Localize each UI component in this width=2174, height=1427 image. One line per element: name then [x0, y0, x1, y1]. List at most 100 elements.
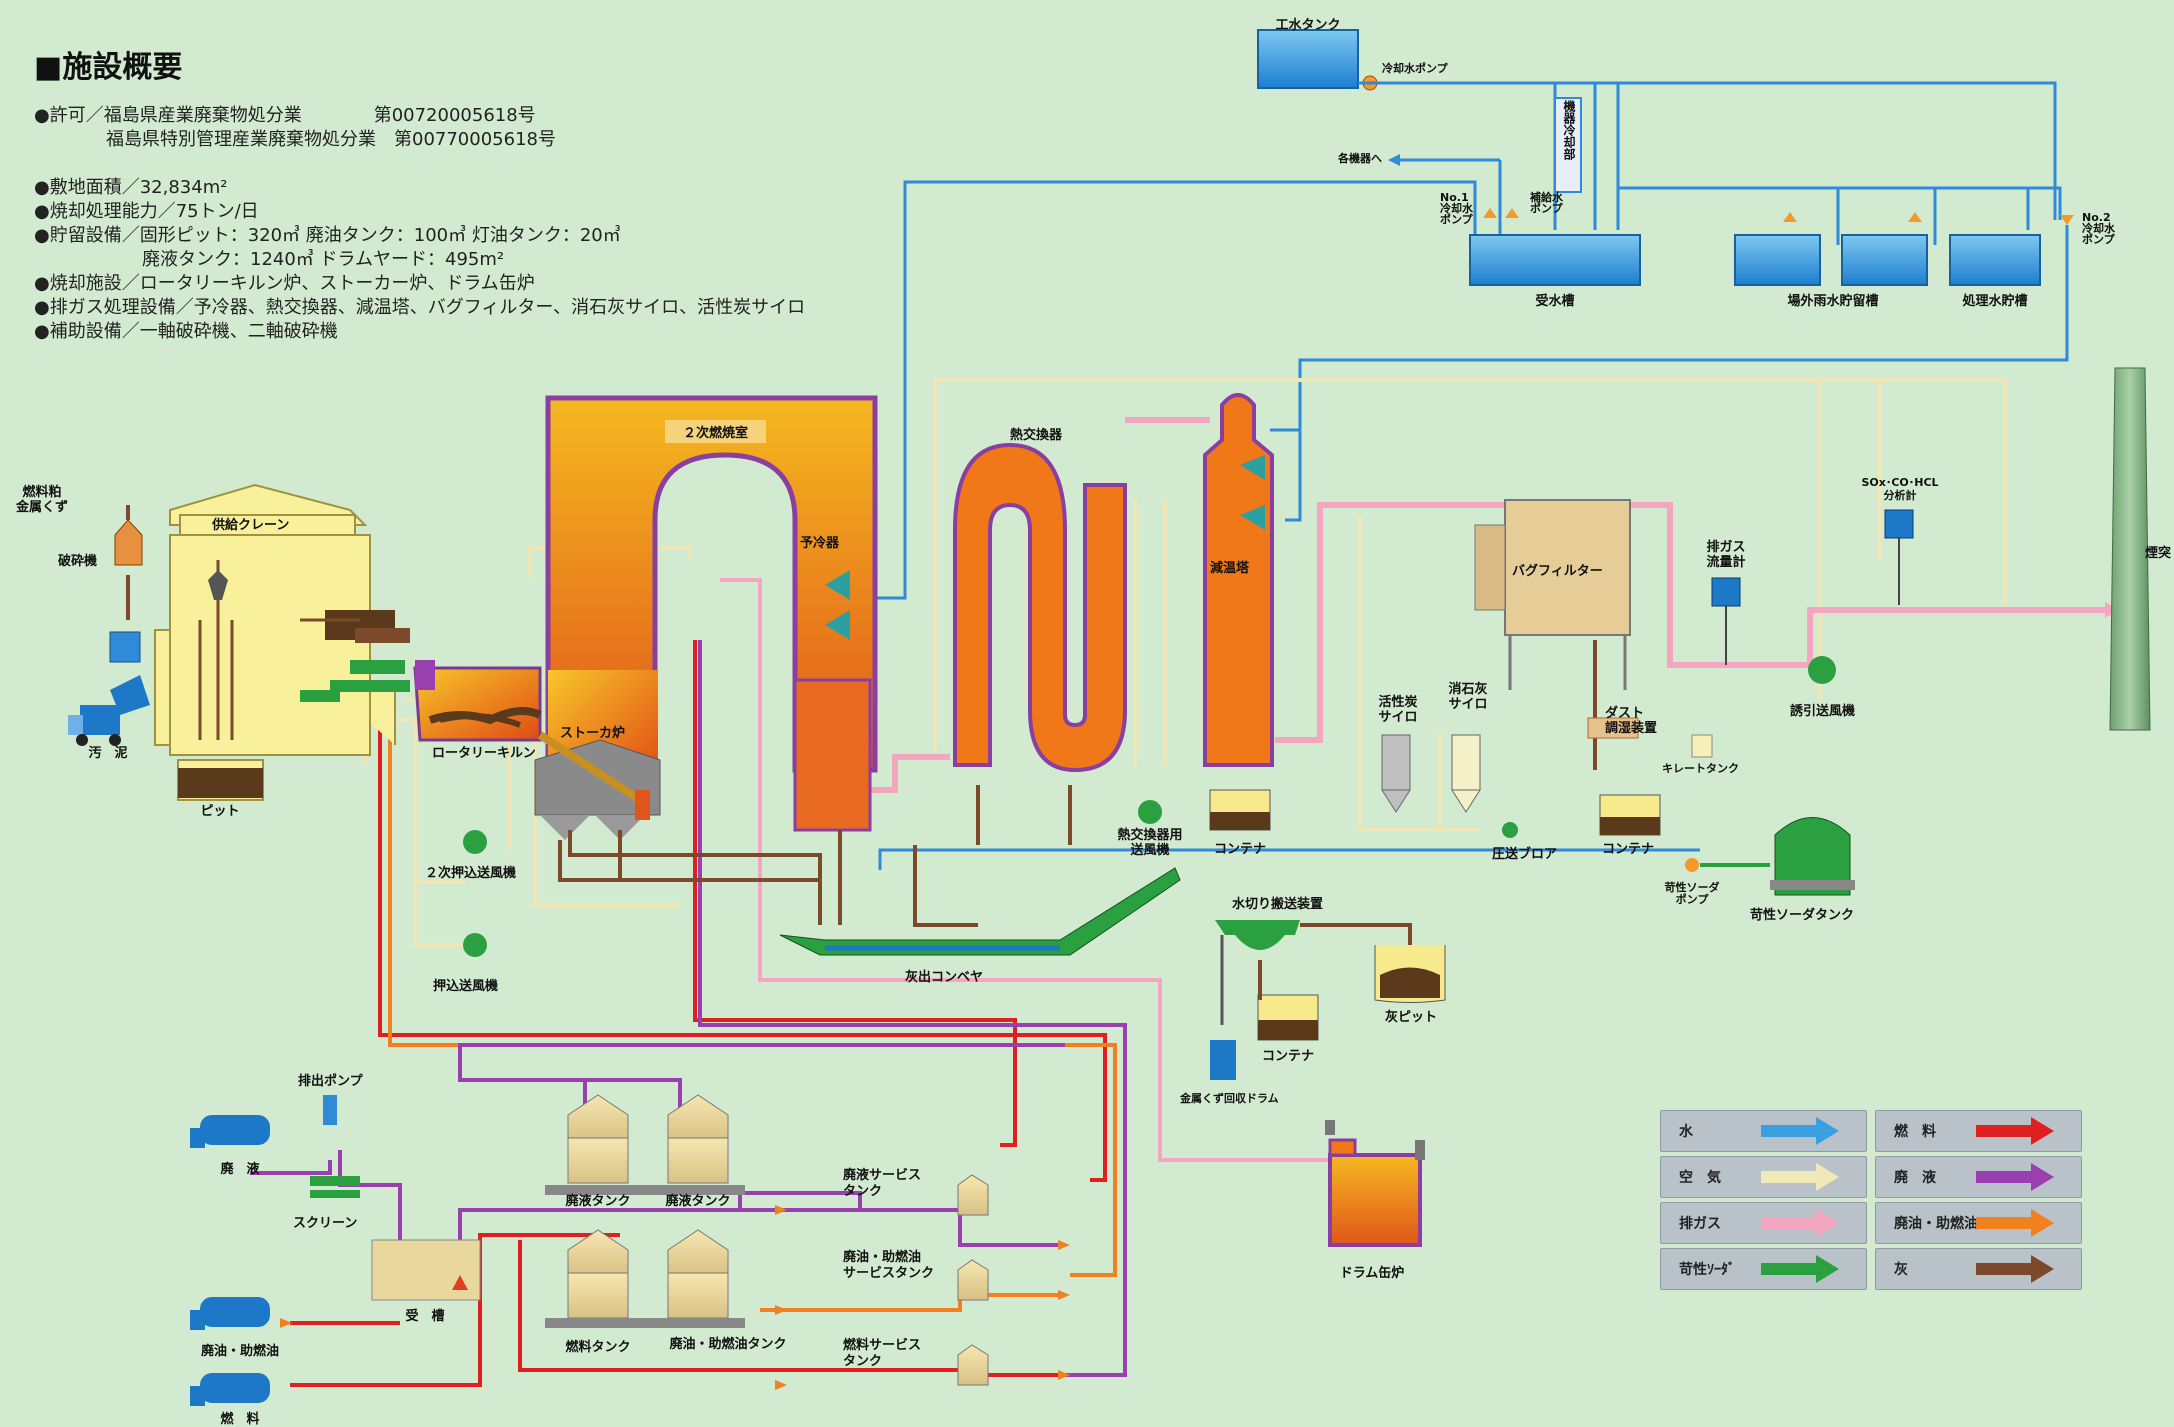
dewater-conveyor-label: 水切り搬送装置 [1232, 897, 1324, 912]
page-title: ■施設概要 [34, 50, 183, 85]
liquid-service-tank-label: 廃液サービス タンク [843, 1168, 922, 1199]
bag-filter [1474, 499, 1639, 770]
arrow-icon [1976, 1209, 2054, 1237]
info-line: ●焼却処理能力／75トン/日 [34, 201, 259, 222]
liquid-tanks [310, 1094, 989, 1386]
liquid-tank-1-label: 廃液タンク [565, 1194, 631, 1209]
info-line: ●許可／福島県産業廃棄物処分業 第00720005618号 [34, 105, 536, 126]
activated-carbon-silo-label: 活性炭 サイロ [1378, 695, 1418, 725]
pneumatic-blower-label: 圧送ブロア [1492, 847, 1558, 862]
push-fan-label: 押込送風機 [433, 979, 499, 994]
legend-item-air: 空 気 [1660, 1156, 1867, 1198]
legend: 水 燃 料 空 気 廃 液 排ガス 廃油・助燃油 苛性ｿｰﾀﾞ 灰 [1660, 1110, 2082, 1292]
ash-conveyor [779, 867, 1300, 956]
cooling-tower-label: 減温塔 [1210, 561, 1250, 576]
caustic-pump-label: 苛性ソーダ ポンプ [1664, 881, 1720, 906]
no2-pump-label: No.2 冷却水 ポンプ [2082, 211, 2115, 246]
ash-lines [558, 830, 1412, 1000]
ash-pit-label: 灰ピット [1385, 1010, 1438, 1025]
gas-flowmeter-label: 排ガス 流量計 [1706, 540, 1746, 570]
info-line: ●貯留設備／固形ピット：320㎥ 廃油タンク：100㎥ 灯油タンク：20㎥ [34, 225, 621, 246]
bag-filter-label: バグフィルター [1512, 564, 1603, 579]
induced-fan-icon [1808, 656, 1836, 684]
liquid-tank-2-label: 廃液タンク [665, 1194, 731, 1209]
arrow-icon [1976, 1163, 2054, 1191]
chelate-tank-label: キレートタンク [1662, 762, 1739, 775]
arrow-icon [1761, 1117, 1839, 1145]
equipment-cooling-box [1554, 97, 1582, 193]
ash-pit [1374, 945, 1446, 1003]
fans [463, 800, 1162, 957]
heat-exchanger [953, 442, 1127, 845]
crane-label: 供給クレーン [212, 518, 290, 533]
no1-pump-label: No.1 冷却水 ポンプ [1440, 191, 1473, 226]
container-3-label: コンテナ [1261, 1049, 1315, 1064]
screen-label: スクリーン [293, 1216, 358, 1231]
silos [1381, 734, 1518, 838]
oil-fuel-tank-label: 廃油・助燃油タンク [669, 1337, 787, 1352]
analyzer-icon [1884, 509, 1914, 539]
info-line: ●補助設備／一軸破砕機、二軸破砕機 [34, 321, 338, 342]
legend-label: 灰 [1894, 1262, 1908, 1278]
equipment-cooling-label: 機器冷却部 [1562, 100, 1576, 160]
stack-label: 煙突 [2145, 546, 2172, 561]
oil-metal-label: 燃料粕 金属くず [15, 485, 69, 515]
legend-label: 燃 料 [1894, 1124, 1936, 1140]
treated-water-tank [1949, 234, 2041, 286]
cooling-tower [1203, 393, 1274, 767]
legend-item-caustic: 苛性ｿｰﾀﾞ [1660, 1248, 1867, 1290]
containers [1209, 789, 1661, 1041]
water-system [865, 29, 2074, 870]
chelate-tank [1691, 734, 1713, 758]
container-1-label: コンテナ [1213, 842, 1267, 857]
legend-label: 苛性ｿｰﾀﾞ [1679, 1262, 1735, 1278]
metal-drum-label: 金属くず回収ドラム [1180, 1092, 1279, 1105]
receiving-tank-label: 受 槽 [405, 1309, 445, 1324]
precooler-label: 予冷器 [800, 536, 840, 551]
info-line: 福島県特別管理産業廃棄物処分業 第00770005618号 [34, 129, 556, 150]
secondary-chamber-label: ２次燃焼室 [665, 420, 767, 443]
receiving-water-tank [1469, 234, 1641, 286]
legend-label: 廃 液 [1894, 1170, 1936, 1186]
caustic-tank [1685, 817, 1855, 896]
legend-label: 廃油・助燃油 [1894, 1216, 1978, 1232]
industrial-water-tank-label: 工水タンク [1275, 18, 1341, 33]
legend-item-ash: 灰 [1875, 1248, 2082, 1290]
heat-exchanger-label: 熱交換器 [1010, 428, 1063, 443]
container-2-label: コンテナ [1601, 842, 1655, 857]
arrow-icon [1976, 1255, 2054, 1283]
flow-arrows [280, 1205, 1070, 1390]
info-line: ●排ガス処理設備／予冷器、熱交換器、減温塔、バグフィルター、消石灰サイロ、活性炭… [34, 297, 806, 318]
exhaust-gas-lines [865, 417, 2105, 793]
cooling-pump-label: 冷却水ポンプ [1382, 62, 1448, 75]
arrow-icon [1761, 1255, 1839, 1283]
oil-service-tank-label: 廃油・助燃油 サービスタンク [843, 1250, 935, 1281]
tanker-trucks [190, 1115, 270, 1406]
drum-furnace [1325, 1120, 1425, 1247]
info-line: ●敷地面積／32,834m² [34, 177, 228, 198]
legend-item-exhaust: 排ガス [1660, 1202, 1867, 1244]
dust-humidifier-label: ダスト 調湿装置 [1605, 706, 1658, 736]
rotary-kiln-label: ロータリーキルン [432, 746, 536, 761]
makeup-pump-label: 補給水 ポンプ [1530, 191, 1563, 215]
hx-fan-label: 熱交換器用 送風機 [1117, 828, 1183, 858]
legend-label: 排ガス [1679, 1216, 1721, 1232]
legend-label: 水 [1679, 1124, 1693, 1140]
arrow-icon [1976, 1117, 2054, 1145]
fuel-tank-label: 燃料タンク [565, 1340, 631, 1355]
info-line: 廃液タンク：1240㎥ ドラムヤード：495m² [34, 249, 505, 270]
rain-tank-1 [1734, 234, 1821, 286]
legend-item-waste-liquid: 廃 液 [1875, 1156, 2082, 1198]
drum-furnace-label: ドラム缶炉 [1339, 1266, 1405, 1281]
legend-item-waste-oil: 廃油・助燃油 [1875, 1202, 2082, 1244]
stoker-label: ストーカ炉 [560, 726, 626, 741]
crusher-label: 破砕機 [58, 554, 98, 569]
sludge-truck-icon [68, 675, 150, 746]
fuel-service-tank-label: 燃料サービス タンク [843, 1338, 922, 1369]
rain-tank-2 [1841, 234, 1928, 286]
waste-liquid-label: 廃 液 [220, 1162, 260, 1177]
crusher-icon [109, 505, 143, 663]
caustic-tank-label: 苛性ソーダタンク [1750, 908, 1855, 923]
